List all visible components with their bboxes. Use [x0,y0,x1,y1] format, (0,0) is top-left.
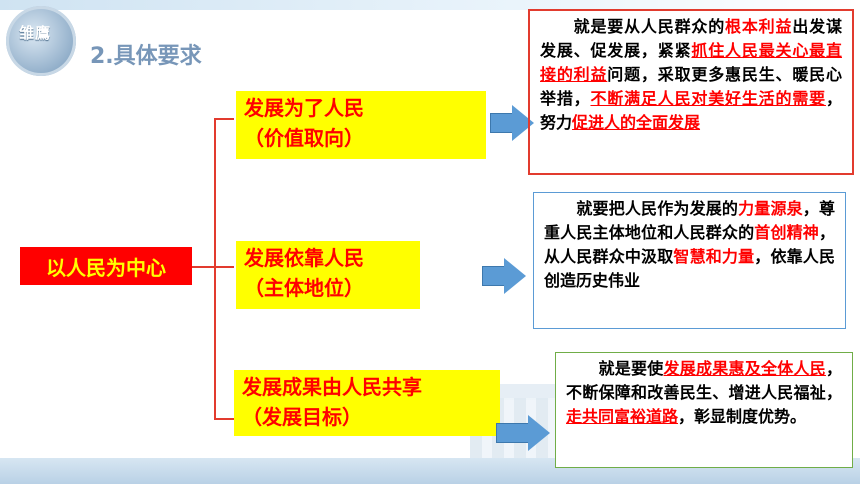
school-emblem [6,6,76,76]
content-text-segment: 就是要使 [566,359,664,378]
label-row-3: 发展成果由人民共享 （发展目标） [234,370,500,436]
label-row-1-sub: （价值取向） [244,126,364,150]
label-row-1-title: 发展为了人民 [244,96,364,120]
content-text-segment: 出发谋发展、促发展，紧紧 [540,17,842,60]
content-text-segment: ，彰显制度优势。 [678,407,807,426]
label-row-2: 发展依靠人民 （主体地位） [236,241,420,309]
content-text-segment: ，从人民群众中汲取 [544,223,835,266]
content-box-1: 就是要从人民群众的根本利益出发谋发展、促发展，紧紧抓住人民最关心最直接的利益问题… [528,9,854,175]
content-text-segment: 不断满足人民对美好生活的需要 [590,89,826,108]
connector-row-3 [214,418,234,420]
header-band [0,0,860,10]
content-text-segment: 促进人的全面发展 [572,113,701,132]
content-text-segment: 智慧和力量 [673,247,755,266]
label-row-3-title: 发展成果由人民共享 [242,375,422,399]
content-text-segment: 问题，采取更多惠民生、暖民心举措， [540,65,842,108]
label-row-2-title: 发展依靠人民 [244,246,364,270]
label-row-2-sub: （主体地位） [244,276,364,300]
content-box-3: 就是要使发展成果惠及全体人民，不断保障和改善民生、增进人民福祉， 走共同富裕道路，… [555,352,853,468]
content-text-segment: 走共同富裕道路 [566,407,679,426]
content-text-segment: ，努力 [540,89,842,132]
connector-row-1 [214,118,234,120]
content-text-segment: 力量源泉 [738,199,803,218]
content-text-segment: 根本利益 [725,17,793,36]
page-title: 2.具体要求 [90,44,202,69]
main-label: 以人民为中心 [20,247,192,285]
content-text-segment: 就是要从人民群众的 [540,17,726,36]
content-text-segment: ，依靠人民创造历史伟业 [544,247,835,290]
arrow-right-icon [496,415,550,451]
content-text-segment: 抓住人民最关心最直接的利益 [540,41,842,84]
content-text-segment: 就要把人民作为发展的 [544,199,739,218]
label-row-1: 发展为了人民 （价值取向） [236,91,486,159]
connector-row-2 [214,266,234,268]
content-text-segment: 首创精神 [754,223,819,242]
content-text-segment: ，尊重人民主体地位和人民群众的 [544,199,835,242]
emblem-text: 雏鷹 [18,24,51,42]
label-row-3-sub: （发展目标） [242,405,362,429]
content-text-segment: ，不断保障和改善民生、增进人民福祉， [566,359,842,402]
content-box-2: 就要把人民作为发展的力量源泉，尊重人民主体地位和人民群众的首创精神，从人民群众中… [533,192,846,329]
content-text-segment: 发展成果惠及全体人民 [663,359,826,378]
bracket-line [214,118,216,420]
connector-main [192,266,214,268]
arrow-right-icon [482,258,526,294]
